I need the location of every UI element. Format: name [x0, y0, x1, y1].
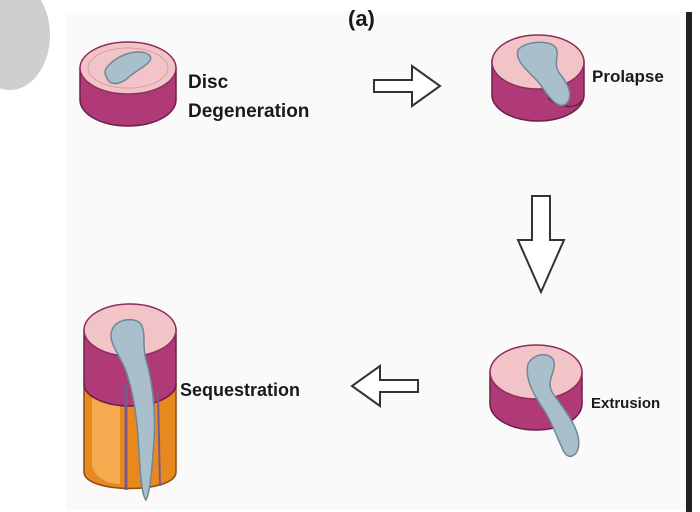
degeneration-label-line2: Degeneration — [188, 101, 310, 122]
prolapse-label: Prolapse — [592, 67, 664, 86]
arrow-left — [350, 364, 419, 408]
arrow-right — [373, 64, 442, 108]
figure-border-line — [686, 12, 692, 512]
extrusion-label: Extrusion — [591, 395, 661, 412]
disc-prolapse-illustration — [491, 34, 585, 122]
disc-sequestration-illustration — [83, 303, 177, 502]
panel-label: (a) — [348, 6, 375, 31]
sequestration-label: Sequestration — [180, 380, 301, 400]
degeneration-label-line1: Disc — [188, 72, 229, 93]
disc-extrusion-illustration — [489, 344, 583, 457]
disc-degeneration-illustration — [79, 41, 177, 127]
arrow-down — [516, 195, 566, 295]
